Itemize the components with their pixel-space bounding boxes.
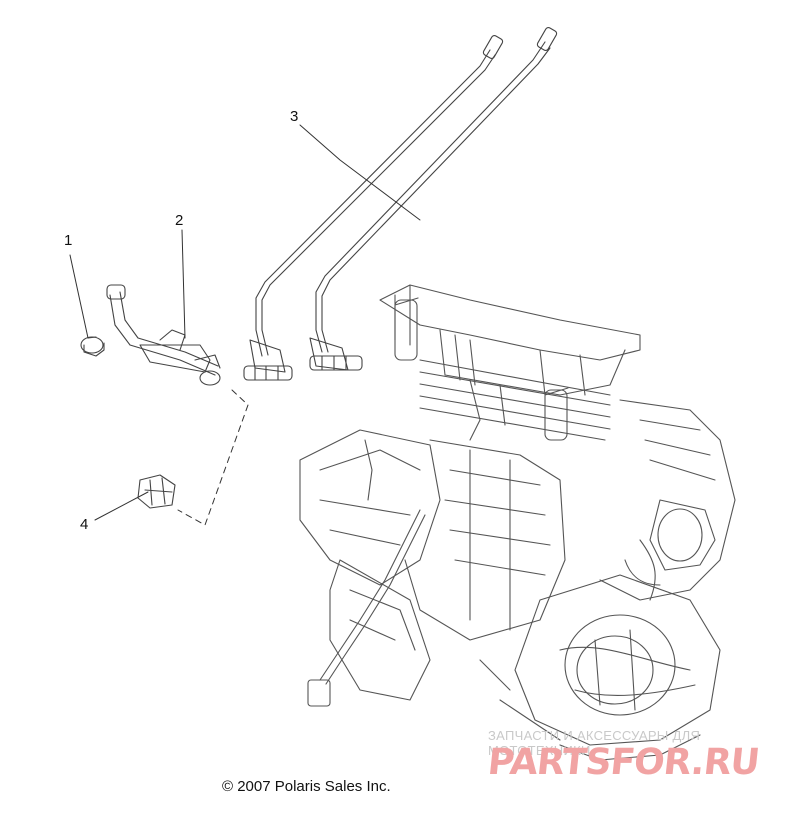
watermark-caption: ЗАПЧАСТИ И АКСЕССУАРЫ ДЛЯ МОТОТЕХНИКИ — [488, 728, 701, 758]
leader-lines — [69, 124, 421, 526]
part-2-hose-bracket — [106, 284, 221, 386]
callout-2: 2 — [175, 212, 184, 229]
watermark-logo: PARTSFOR.RU — [485, 742, 761, 783]
part-4-connector — [137, 474, 176, 509]
engine-assembly — [299, 284, 736, 761]
copyright-notice: © 2007 Polaris Sales Inc. — [222, 778, 391, 795]
callout-4: 4 — [80, 516, 89, 533]
part-1-bolt — [80, 336, 105, 357]
callout-3: 3 — [290, 108, 299, 125]
spark-plug-wires — [243, 27, 558, 381]
callout-1: 1 — [64, 232, 73, 249]
